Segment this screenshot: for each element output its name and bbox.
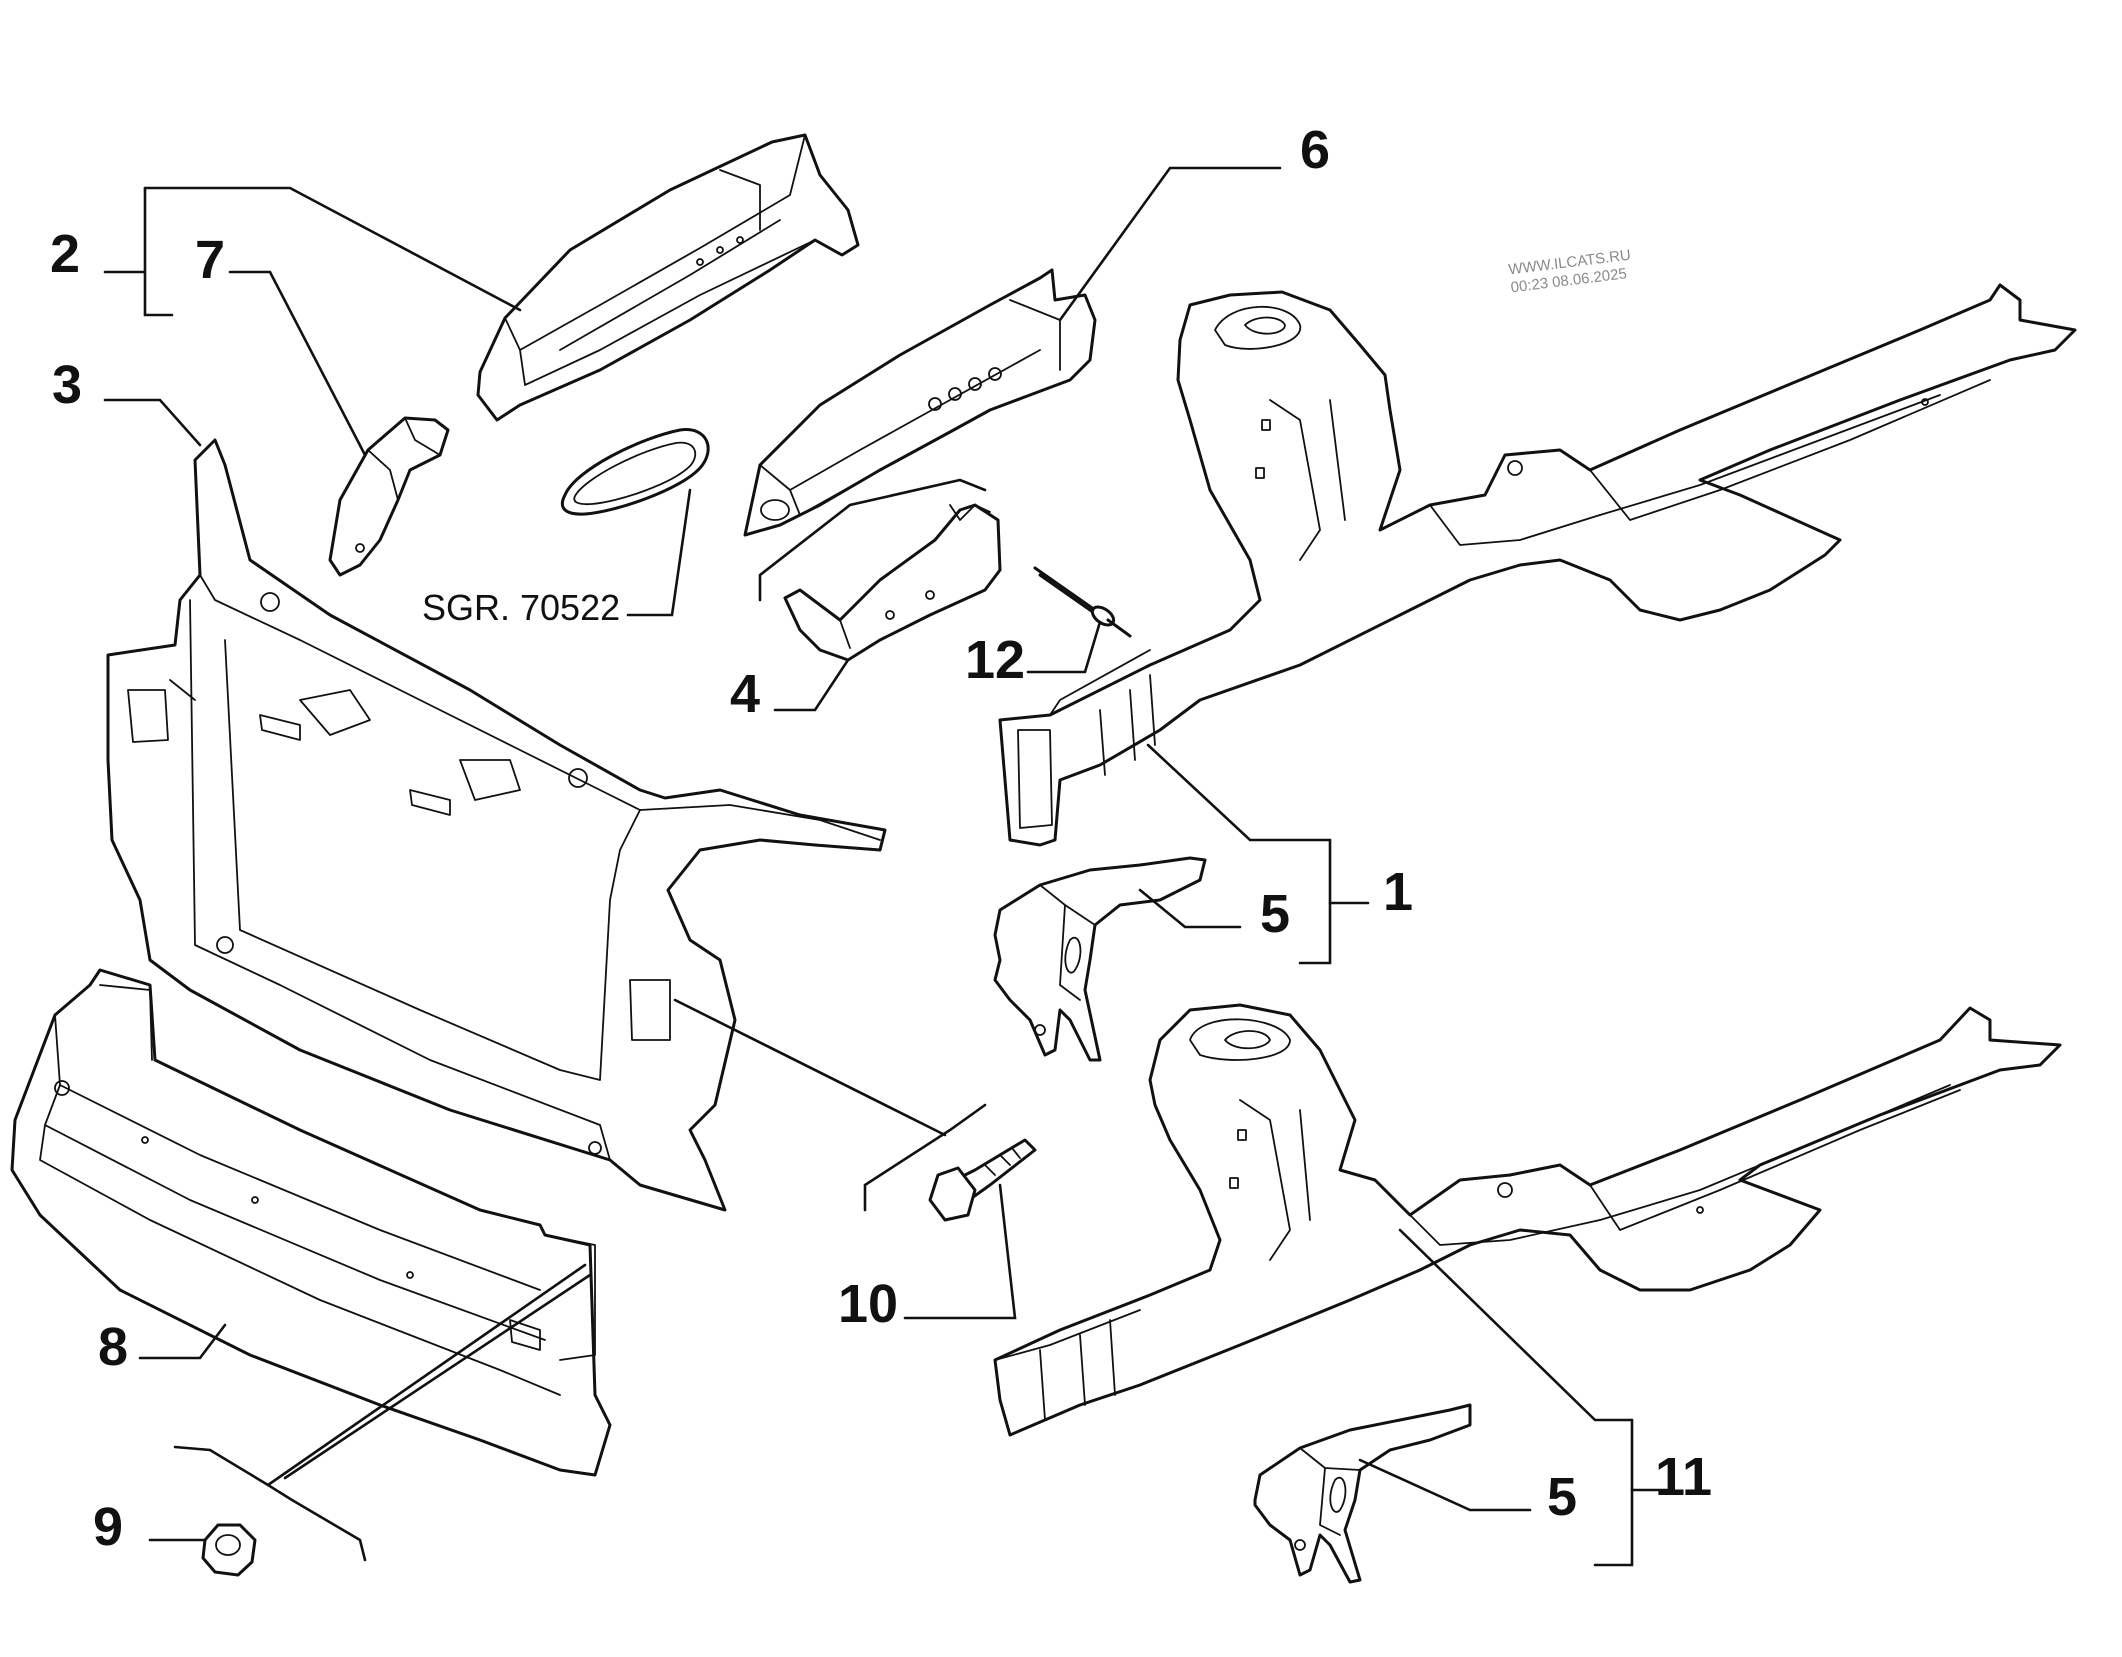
part-bolt[interactable]: [928, 1138, 1037, 1222]
callout-2: 2: [50, 224, 80, 284]
callout-4: 4: [730, 664, 760, 724]
part-bumper-beam[interactable]: [10, 968, 612, 1477]
callout-5-upper: 5: [1260, 884, 1290, 944]
part-rivet[interactable]: [1033, 566, 1132, 638]
leader-lines: [103, 166, 1672, 1567]
part-nut[interactable]: [201, 1523, 257, 1577]
callout-1: 1: [1383, 862, 1413, 922]
part-bracket[interactable]: [328, 416, 450, 577]
callout-9: 9: [93, 1497, 123, 1557]
part-inner-panel[interactable]: [743, 268, 1097, 537]
callout-11: 11: [1655, 1447, 1712, 1507]
callout-8: 8: [98, 1317, 128, 1377]
callout-10: 10: [838, 1274, 898, 1334]
callout-labels: 2 7 3 SGR. 70522 6 4 12 1 5 10 11 5 8 9: [50, 120, 1712, 1557]
part-lower-bracket[interactable]: [783, 503, 1002, 662]
part-side-member-upper[interactable]: [998, 283, 2077, 847]
callout-3: 3: [52, 355, 82, 415]
part-member-bracket-lower[interactable]: [1253, 1403, 1472, 1584]
part-front-end-carrier[interactable]: [106, 438, 887, 1212]
callout-7: 7: [195, 230, 225, 290]
callout-12: 12: [965, 630, 1025, 690]
callout-5-lower: 5: [1547, 1467, 1577, 1527]
part-upper-rail-reinforcement[interactable]: [476, 133, 860, 422]
part-oval-grommet[interactable]: [560, 428, 710, 516]
watermark: WWW.ILCATS.RU 00:23 08.06.2025: [1508, 247, 1632, 297]
part-side-member-lower[interactable]: [993, 1003, 2062, 1437]
part-member-bracket-upper[interactable]: [993, 856, 1207, 1062]
reference-label-sgr: SGR. 70522: [422, 587, 620, 628]
callout-6: 6: [1300, 120, 1330, 180]
